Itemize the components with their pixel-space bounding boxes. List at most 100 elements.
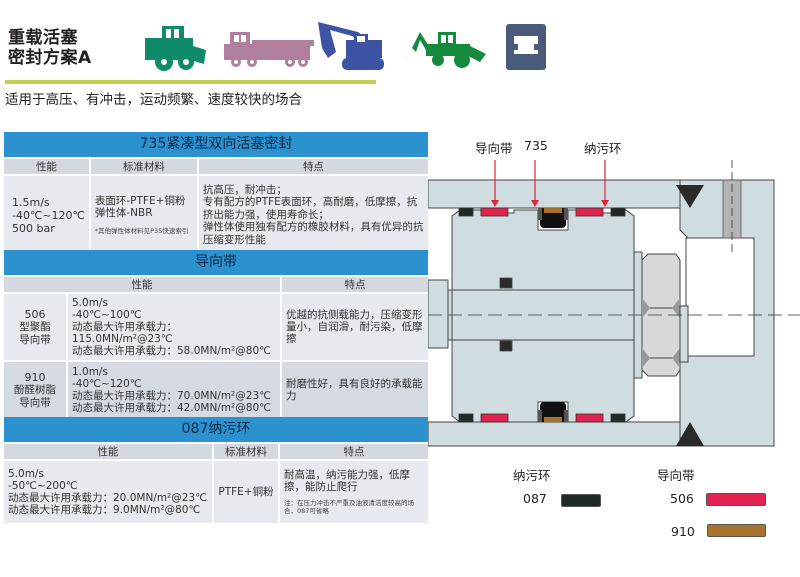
wheel-loader-icon [145, 26, 206, 71]
speed-value: 1.5m/s [12, 195, 50, 209]
seal-735-top [538, 208, 568, 228]
piston-rod [427, 279, 449, 349]
header-performance: 性能 [4, 442, 214, 459]
pressure-value: 500 bar [12, 221, 55, 235]
load-value: 动态最大许用承载力：58.0MN/m²@80℃ [72, 345, 271, 357]
temperature-range: -50℃~200℃ [8, 480, 78, 492]
feature-line: 专有配方的PTFE表面环，高耐磨，低摩擦，抗挤出能力强，使用寿命长； [202, 196, 418, 221]
guide-band-panel: 导向带 性能 特点 506 型聚酯 导向带 5.0m/s -40℃~100℃ 动… [4, 250, 428, 418]
product-code: 506 [24, 307, 46, 321]
guide-910-performance: 1.0m/s -40℃~120℃ 动态最大许用承载力：70.0MN/m²@23℃… [68, 360, 282, 418]
end-cap-inner [685, 237, 755, 357]
header-material: 标准材料 [90, 157, 199, 174]
guide-band-bottom-right [575, 413, 604, 423]
arrow-guide-band [491, 160, 499, 207]
rod-end [679, 305, 689, 363]
wiper-table: 性能 标准材料 特点 5.0m/s -50℃~200℃ 动态最大许用承载力：20… [4, 442, 428, 523]
legend-guide-title: 导向带 [657, 468, 695, 483]
guide-band-title: 导向带 [4, 250, 428, 275]
legend-swatch-087 [561, 494, 601, 507]
product-name: 导向带 [19, 333, 51, 346]
load-value: 动态最大许用承载力：115.0MN/m²@23℃ [72, 321, 177, 345]
header-features: 特点 [198, 157, 428, 174]
accent-divider [5, 80, 376, 84]
wiper-ring-top-left [458, 207, 474, 217]
piston-body [451, 209, 635, 423]
header-material: 标准材料 [214, 442, 280, 459]
temperature-range: -40℃~120℃ [72, 378, 142, 390]
arrow-735 [531, 160, 539, 207]
crane-truck-icon [224, 32, 314, 67]
page-subtitle: 适用于高压、有冲击，运动频繁、速度较快的场合 [5, 92, 302, 108]
wiper-title: 087纳污环 [4, 417, 428, 442]
machine-icons [145, 22, 546, 71]
inner-o-ring-top [499, 277, 513, 289]
temperature-range: -40℃~100℃ [72, 309, 142, 321]
speed-value: 5.0m/s [8, 468, 44, 480]
material-elastomer: 弹性体-NBR [94, 206, 153, 219]
performance-cell: 1.5m/s -40℃~120℃ 500 bar [4, 174, 91, 254]
guide-band-top-right [575, 207, 604, 217]
load-value: 动态最大许用承载力：9.0MN/m²@80℃ [8, 504, 201, 516]
guide-band-top-left [480, 207, 509, 217]
cylinder-wall-bottom [427, 421, 689, 447]
features-cell: 抗高压，耐冲击； 专有配方的PTFE表面环，高耐磨，低摩擦，抗挤出能力强，使用寿… [198, 174, 428, 254]
load-value: 动态最大许用承载力：70.0MN/m²@23℃ [72, 390, 271, 402]
guide-506-performance: 5.0m/s -40℃~100℃ 动态最大许用承载力：115.0MN/m²@23… [68, 292, 282, 360]
label-guide-band: 导向带 [475, 141, 513, 156]
header-features: 特点 [280, 442, 428, 459]
seal-735-bottom [538, 402, 568, 422]
wiper-ring-bottom-left [458, 413, 474, 423]
seal-assembly-diagram: 导向带 735 纳污环 [427, 130, 800, 450]
label-wiper: 纳污环 [584, 141, 622, 156]
cylinder-wall-top [427, 179, 689, 209]
inner-o-ring-bottom [499, 340, 513, 352]
title-line-1: 重载活塞 [8, 28, 78, 48]
orifice-marker-top [676, 185, 704, 208]
excavator-icon [318, 22, 384, 70]
material-note: *其他弹性体材料见P35快速索引 [94, 226, 189, 235]
load-value: 动态最大许用承载力：20.0MN/m²@23℃ [8, 492, 207, 504]
load-value: 动态最大许用承载力：42.0MN/m²@80℃ [72, 402, 271, 414]
wiper-features: 耐高温，纳污能力强，低摩擦，能防止爬行 注：在压力冲击不严重及油液清洁度较高的场… [280, 459, 428, 523]
legend-code-087: 087 [523, 491, 547, 506]
wiper-ring-top-right [610, 207, 626, 217]
seal-735-title: 735紧凑型双向活塞密封 [4, 132, 428, 157]
press-machine-icon [506, 24, 546, 70]
guide-910-name: 910 酚醛树脂 导向带 [4, 360, 68, 418]
table-row: 910 酚醛树脂 导向带 1.0m/s -40℃~120℃ 动态最大许用承载力：… [4, 360, 428, 418]
page-title: 重载活塞 密封方案A [8, 28, 92, 68]
legend-wiper-title: 纳污环 [513, 468, 551, 483]
feature-line: 弹性体使用独有配方的橡胶材料，具有优异的抗压缩变形性能 [202, 221, 424, 246]
table-header-row: 性能 标准材料 特点 [4, 442, 428, 459]
table-header-row: 性能 特点 [4, 275, 428, 292]
feature-text: 耐高温，纳污能力强，低摩擦，能防止爬行 [284, 469, 410, 493]
wiper-panel: 087纳污环 性能 标准材料 特点 5.0m/s -50℃~200℃ 动态最大许… [4, 417, 428, 523]
header-performance: 性能 [4, 275, 282, 292]
product-code: 910 [24, 370, 46, 384]
legend-code-910: 910 [671, 524, 695, 539]
guide-band-bottom-left [480, 413, 509, 423]
product-name: 酚醛树脂 [14, 383, 56, 396]
backhoe-loader-icon [412, 32, 486, 68]
label-735: 735 [524, 138, 548, 153]
seal-735-panel: 735紧凑型双向活塞密封 性能 标准材料 特点 1.5m/s -40℃~120℃… [4, 132, 428, 254]
material-cell: 表面环-PTFE+铜粉 弹性体-NBR *其他弹性体材料见P35快速索引 [90, 174, 199, 254]
speed-value: 5.0m/s [72, 297, 108, 309]
orifice-marker-bottom [676, 422, 704, 446]
header-performance: 性能 [4, 157, 91, 174]
wiper-performance: 5.0m/s -50℃~200℃ 动态最大许用承载力：20.0MN/m²@23℃… [4, 459, 214, 523]
header-features: 特点 [282, 275, 428, 292]
legend-swatch-910 [707, 524, 766, 537]
title-line-2: 密封方案A [8, 48, 92, 68]
feature-line: 抗高压，耐冲击； [202, 183, 287, 196]
table-row: 5.0m/s -50℃~200℃ 动态最大许用承载力：20.0MN/m²@23℃… [4, 459, 428, 523]
material-surface-ring: 表面环-PTFE+铜粉 [94, 194, 186, 207]
speed-value: 1.0m/s [72, 366, 108, 378]
table-header-row: 性能 标准材料 特点 [4, 157, 428, 174]
guide-506-features: 优越的抗侧载能力，压缩变形量小，自润滑，耐污染，低摩擦 [282, 292, 428, 360]
guide-506-name: 506 型聚酯 导向带 [4, 292, 68, 360]
wiper-note: 注：在压力冲击不严重及油液清洁度较高的场合，087可省略 [284, 499, 414, 515]
table-row: 1.5m/s -40℃~120℃ 500 bar 表面环-PTFE+铜粉 弹性体… [4, 174, 428, 254]
wiper-material: PTFE+铜粉 [214, 459, 280, 523]
